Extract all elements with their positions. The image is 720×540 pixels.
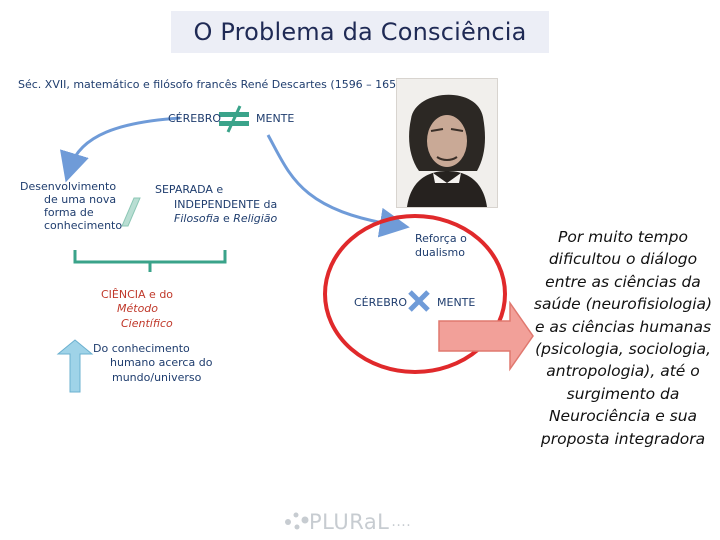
logo-dots-text: .... xyxy=(391,514,412,530)
e-word: e xyxy=(219,212,234,225)
bottom-cerebro-label: CÉREBRO xyxy=(354,296,408,309)
ciencia-line-2: Método xyxy=(117,302,159,315)
slide-title: O Problema da Consciência xyxy=(193,18,527,46)
separada-line-1: SEPARADA e xyxy=(155,183,224,196)
religiao-word: Religião xyxy=(233,212,278,225)
logo: PLURaL .... xyxy=(283,508,411,536)
portrait-image xyxy=(397,79,497,207)
dev-line-2: de uma nova xyxy=(44,193,117,206)
bottom-mente-label: MENTE xyxy=(437,296,476,309)
top-cerebro-label: CÉREBRO xyxy=(168,112,222,125)
separada-line-2: INDEPENDENTE da xyxy=(174,198,278,211)
filosofia-word: Filosofia xyxy=(174,212,220,225)
conhec-line-3: mundo/universo xyxy=(112,371,202,384)
dev-line-1: Desenvolvimento xyxy=(20,180,117,193)
title-banner: O Problema da Consciência xyxy=(171,11,549,53)
diagram-header: Séc. XVII, matemático e filósofo francês… xyxy=(18,78,411,91)
logo-text: PLURaL xyxy=(309,510,390,534)
descartes-portrait xyxy=(396,78,498,208)
side-paragraph: Por muito tempo dificultou o diálogo ent… xyxy=(533,228,713,448)
conhec-line-2: humano acerca do xyxy=(110,356,213,369)
dev-line-4: conhecimento xyxy=(44,219,123,232)
conhec-line-1: Do conhecimento xyxy=(93,342,190,355)
reforca-line-2: dualismo xyxy=(415,246,465,259)
top-mente-label: MENTE xyxy=(256,112,295,125)
ciencia-line-3: Científico xyxy=(121,317,173,330)
reforca-line-1: Reforça o xyxy=(415,232,467,245)
separada-line-3: Filosofia e Religião xyxy=(174,212,277,225)
ciencia-line-1: CIÊNCIA e do xyxy=(101,288,174,301)
dev-line-3: forma de xyxy=(44,206,94,219)
